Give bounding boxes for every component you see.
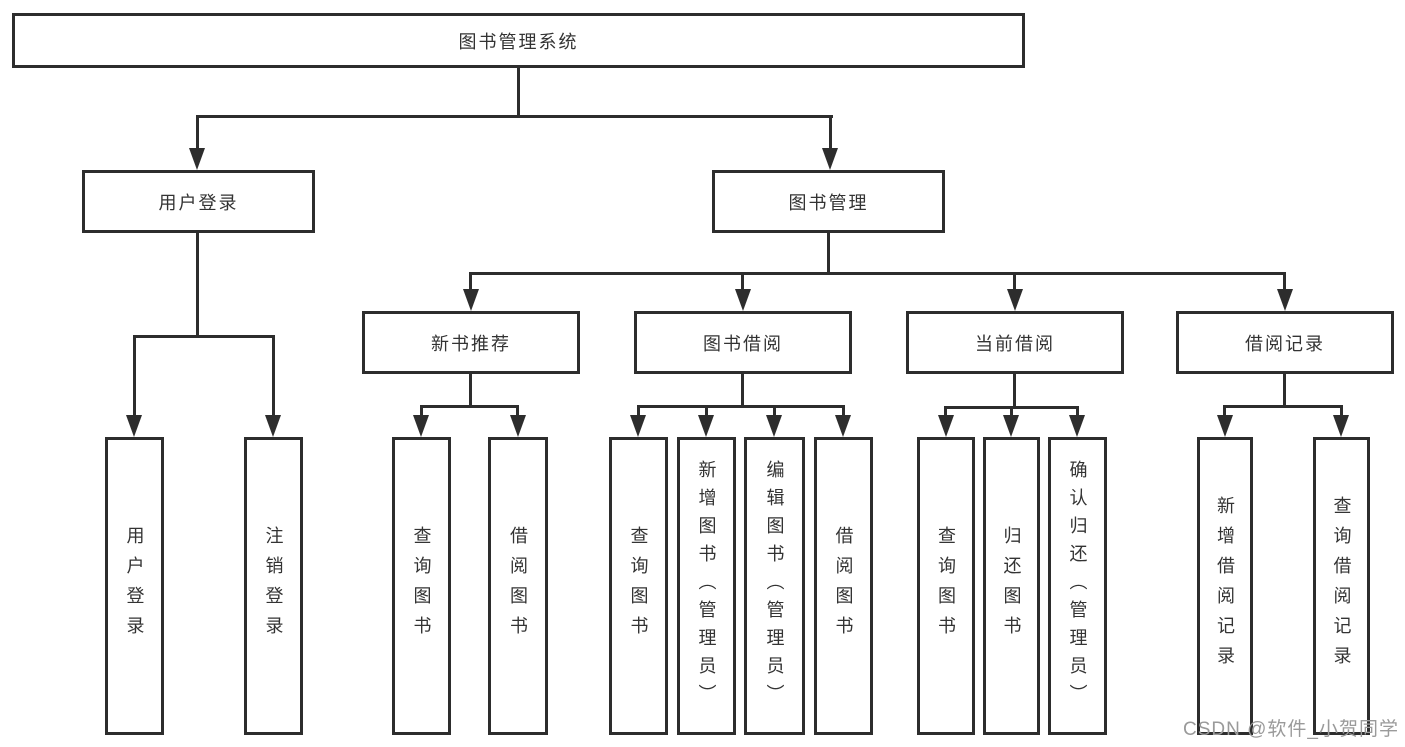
leaf-records-add-label: 新增借阅记录 [1215, 496, 1235, 676]
leaf-currentborrow-return-label: 归还图书 [1001, 526, 1022, 646]
arrowhead-down-br-add [1217, 415, 1233, 437]
connector-borrowrecords-hbar [1223, 405, 1342, 408]
leaf-bookborrow-borrow: 借阅图书 [814, 437, 873, 735]
leaf-currentborrow-query: 查询图书 [917, 437, 975, 735]
arrowhead-down-nb-query [413, 415, 429, 437]
node-borrow-records-label: 借阅记录 [1245, 333, 1325, 354]
connector-userlogin-hbar [133, 335, 275, 338]
connector-cb-query-drop [944, 406, 947, 417]
arrowhead-down-bb-borrow [835, 415, 851, 437]
connector-currentborrow-drop [1013, 272, 1016, 291]
arrowhead-down-newbook [463, 289, 479, 311]
arrowhead-down-bb-query [630, 415, 646, 437]
connector-logout-drop [272, 335, 275, 417]
connector-newbook-stem [469, 374, 472, 407]
connector-currentborrow-stem [1013, 374, 1016, 408]
connector-newbook-drop [469, 272, 472, 291]
connector-bookmgmt-drop [829, 115, 832, 151]
leaf-currentborrow-confirm: 确认归还（管理员） [1048, 437, 1107, 735]
node-borrow-records: 借阅记录 [1176, 311, 1394, 374]
arrowhead-down-bb-edit [766, 415, 782, 437]
arrowhead-down-cb-query [938, 415, 954, 437]
leaf-records-query-label: 查询借阅记录 [1331, 496, 1352, 676]
leaf-bookborrow-edit-label: 编辑图书（管理员） [764, 460, 785, 712]
leaf-records-query: 查询借阅记录 [1313, 437, 1370, 735]
connector-newbook-hbar [420, 405, 519, 408]
leaf-currentborrow-query-label: 查询图书 [936, 526, 956, 646]
leaf-currentborrow-return: 归还图书 [983, 437, 1040, 735]
leaf-newbook-query: 查询图书 [392, 437, 451, 735]
leaf-records-add: 新增借阅记录 [1197, 437, 1253, 735]
arrowhead-down-bookmgmt [822, 148, 838, 170]
leaf-newbook-borrow: 借阅图书 [488, 437, 548, 735]
arrowhead-down-bb-add [698, 415, 714, 437]
connector-bb-query-drop [637, 405, 640, 417]
node-current-borrow-label: 当前借阅 [975, 333, 1055, 354]
connector-root-hbar [196, 115, 833, 118]
node-new-book: 新书推荐 [362, 311, 580, 374]
leaf-logout-label: 注销登录 [263, 526, 284, 646]
connector-bb-borrow-drop [842, 405, 845, 417]
connector-br-add-drop [1223, 405, 1226, 417]
node-user-login: 用户登录 [82, 170, 315, 233]
node-book-mgmt: 图书管理 [712, 170, 945, 233]
leaf-bookborrow-borrow-label: 借阅图书 [833, 526, 854, 646]
arrowhead-down-currentborrow [1007, 289, 1023, 311]
arrowhead-down-logout [265, 415, 281, 437]
arrowhead-down-br-query [1333, 415, 1349, 437]
leaf-user-login-label: 用户登录 [124, 526, 145, 646]
connector-bookborrow-drop [741, 272, 744, 291]
arrowhead-down-cb-return [1003, 415, 1019, 437]
node-root-label: 图书管理系统 [458, 31, 579, 52]
arrowhead-down-cb-confirm [1069, 415, 1085, 437]
connector-bookborrow-stem [741, 374, 744, 407]
arrowhead-down-userlogin [189, 148, 205, 170]
arrowhead-down-nb-borrow [510, 415, 526, 437]
node-book-borrow: 图书借阅 [634, 311, 852, 374]
connector-nb-query-drop [420, 405, 423, 417]
csdn-watermark: CSDN @软件_小贺同学 [1183, 719, 1399, 740]
connector-cb-confirm-drop [1076, 406, 1079, 417]
node-book-mgmt-label: 图书管理 [788, 192, 869, 213]
node-current-borrow: 当前借阅 [906, 311, 1124, 374]
leaf-bookborrow-query-label: 查询图书 [628, 526, 649, 646]
leaf-currentborrow-confirm-label: 确认归还（管理员） [1067, 460, 1088, 712]
leaf-bookborrow-add-label: 新增图书（管理员） [696, 460, 717, 712]
node-user-login-label: 用户登录 [158, 192, 239, 213]
connector-bookborrow-hbar [637, 405, 845, 408]
arrowhead-down-login [126, 415, 142, 437]
connector-br-query-drop [1340, 405, 1343, 417]
connector-userlogin-drop [196, 115, 199, 151]
leaf-logout: 注销登录 [244, 437, 303, 735]
connector-borrowrecords-stem [1283, 374, 1286, 407]
connector-bookmgmt-stem [827, 233, 830, 274]
leaf-bookborrow-query: 查询图书 [609, 437, 668, 735]
connector-login-drop [133, 335, 136, 417]
node-root: 图书管理系统 [12, 13, 1025, 68]
connector-bookmgmt-hbar [469, 272, 1286, 275]
leaf-newbook-query-label: 查询图书 [411, 526, 432, 646]
connector-cb-return-drop [1010, 406, 1013, 417]
connector-root-stem [517, 68, 520, 117]
leaf-newbook-borrow-label: 借阅图书 [508, 526, 528, 646]
connector-borrowrecords-drop [1283, 272, 1286, 291]
leaf-bookborrow-edit: 编辑图书（管理员） [744, 437, 805, 735]
connector-bb-edit-drop [773, 405, 776, 417]
connector-nb-borrow-drop [516, 405, 519, 417]
leaf-user-login: 用户登录 [105, 437, 164, 735]
arrowhead-down-borrowrecords [1277, 289, 1293, 311]
connector-bb-add-drop [705, 405, 708, 417]
node-new-book-label: 新书推荐 [431, 333, 511, 354]
node-book-borrow-label: 图书借阅 [703, 333, 783, 354]
connector-userlogin-stem [196, 233, 199, 337]
arrowhead-down-bookborrow [735, 289, 751, 311]
leaf-bookborrow-add: 新增图书（管理员） [677, 437, 736, 735]
